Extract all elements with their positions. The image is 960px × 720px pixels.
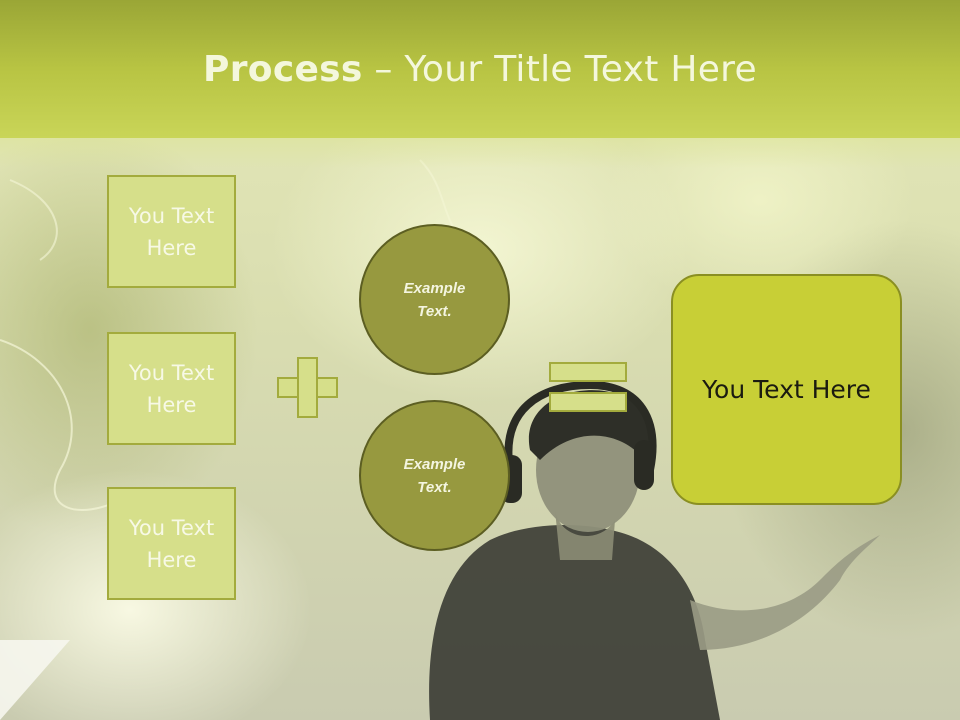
example-circle-1-label: Example Text. — [403, 279, 466, 320]
text-box-3-label: You Text Here — [128, 515, 215, 572]
title-bar: Process – Your Title Text Here — [0, 0, 960, 138]
result-box-label: You Text Here — [702, 375, 871, 404]
text-box-3[interactable]: You Text Here — [107, 487, 236, 600]
title-bold-text: Process — [203, 48, 363, 90]
example-circle-2-label: Example Text. — [403, 455, 466, 496]
header-fade-band — [0, 138, 960, 168]
text-box-2[interactable]: You Text Here — [107, 332, 236, 445]
title-rest-text: – Your Title Text Here — [362, 48, 757, 90]
result-box[interactable]: You Text Here — [671, 274, 902, 505]
text-box-1[interactable]: You Text Here — [107, 175, 236, 288]
text-box-1-label: You Text Here — [128, 203, 215, 260]
slide-title: Process – Your Title Text Here — [203, 49, 757, 90]
example-circle-1[interactable]: Example Text. — [359, 224, 510, 375]
text-box-2-label: You Text Here — [128, 360, 215, 417]
example-circle-2[interactable]: Example Text. — [359, 400, 510, 551]
